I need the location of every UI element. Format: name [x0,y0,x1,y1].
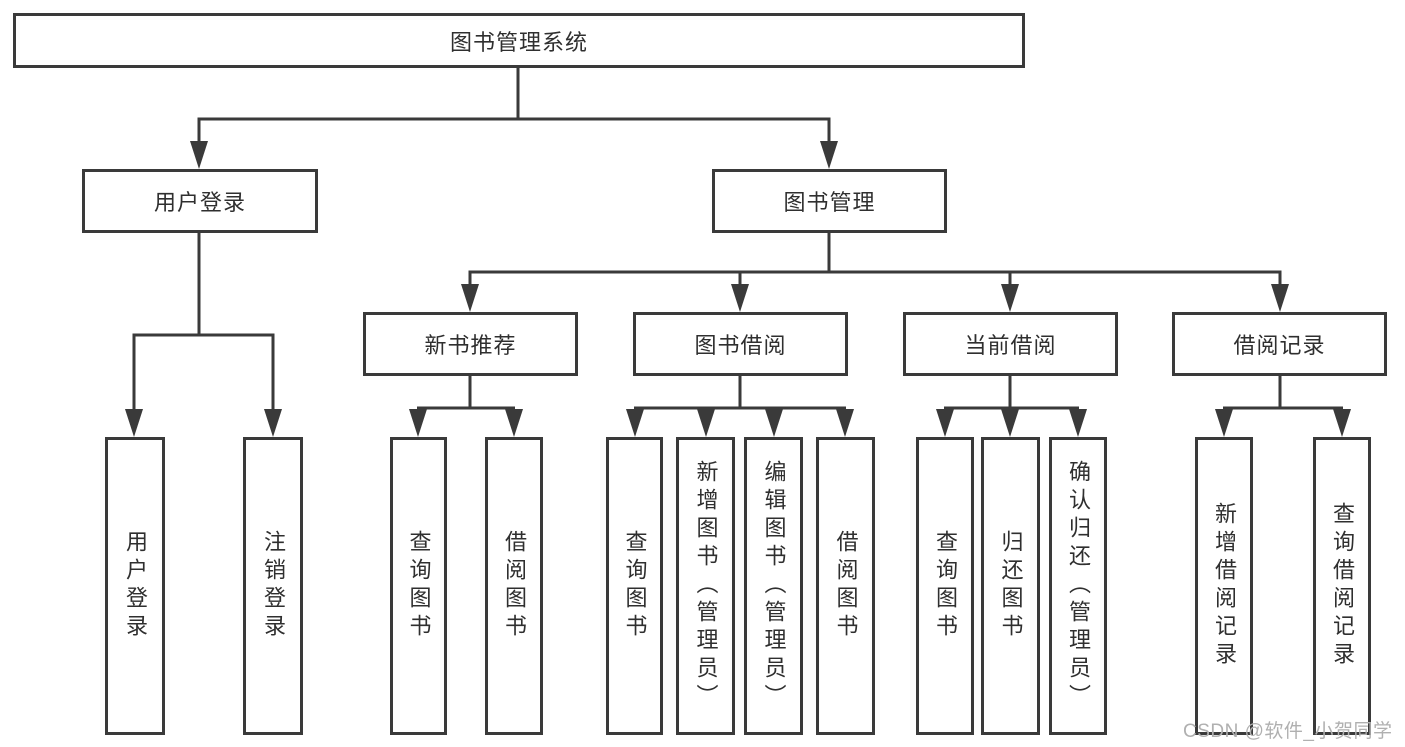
leaf-query-books-borrowing: 查询图书 [606,437,663,735]
node-borrowing-records: 借阅记录 [1172,312,1387,376]
leaf-logout: 注销登录 [243,437,303,735]
watermark: CSDN @软件_小贺同学 [1183,721,1393,742]
node-book-management: 图书管理 [712,169,947,233]
leaf-edit-book-admin-label: 编辑图书（管理员） [761,460,787,712]
leaf-query-books-recommend-label: 查询图书 [406,530,432,642]
node-user-login: 用户登录 [82,169,318,233]
leaf-user-login: 用户登录 [105,437,165,735]
leaf-edit-book-admin: 编辑图书（管理员） [744,437,803,735]
leaf-borrow-books-recommend-label: 借阅图书 [502,530,527,642]
node-root: 图书管理系统 [13,13,1025,68]
node-new-book-recommend: 新书推荐 [363,312,578,376]
leaf-query-books-borrowing-label: 查询图书 [622,530,648,642]
leaf-query-books-current: 查询图书 [916,437,974,735]
leaf-borrow-books-recommend: 借阅图书 [485,437,543,735]
leaf-borrow-books: 借阅图书 [816,437,875,735]
leaf-query-borrow-record-label: 查询借阅记录 [1330,502,1355,670]
arrowhead-icons [125,141,1351,437]
node-user-login-label: 用户登录 [153,190,246,215]
node-root-label: 图书管理系统 [449,29,588,55]
node-current-borrowing-label: 当前借阅 [964,333,1057,358]
leaf-return-book: 归还图书 [981,437,1040,735]
leaf-query-borrow-record: 查询借阅记录 [1313,437,1371,735]
leaf-add-borrow-record: 新增借阅记录 [1195,437,1253,735]
leaf-logout-label: 注销登录 [261,530,286,642]
leaf-add-book-admin-label: 新增图书（管理员） [693,460,719,712]
leaf-query-books-current-label: 查询图书 [933,530,958,642]
node-new-book-recommend-label: 新书推荐 [424,333,517,358]
leaf-confirm-return-admin-label: 确认归还（管理员） [1066,460,1091,712]
leaf-confirm-return-admin: 确认归还（管理员） [1049,437,1107,735]
leaf-borrow-books-label: 借阅图书 [833,530,859,642]
node-book-borrowing: 图书借阅 [633,312,848,376]
leaf-user-login-label: 用户登录 [123,530,148,642]
leaf-add-borrow-record-label: 新增借阅记录 [1212,502,1237,670]
node-book-borrowing-label: 图书借阅 [694,333,787,358]
node-book-management-label: 图书管理 [783,190,876,215]
node-borrowing-records-label: 借阅记录 [1233,333,1326,358]
leaf-query-books-recommend: 查询图书 [390,437,447,735]
leaf-add-book-admin: 新增图书（管理员） [676,437,735,735]
node-current-borrowing: 当前借阅 [903,312,1118,376]
leaf-return-book-label: 归还图书 [998,530,1024,642]
